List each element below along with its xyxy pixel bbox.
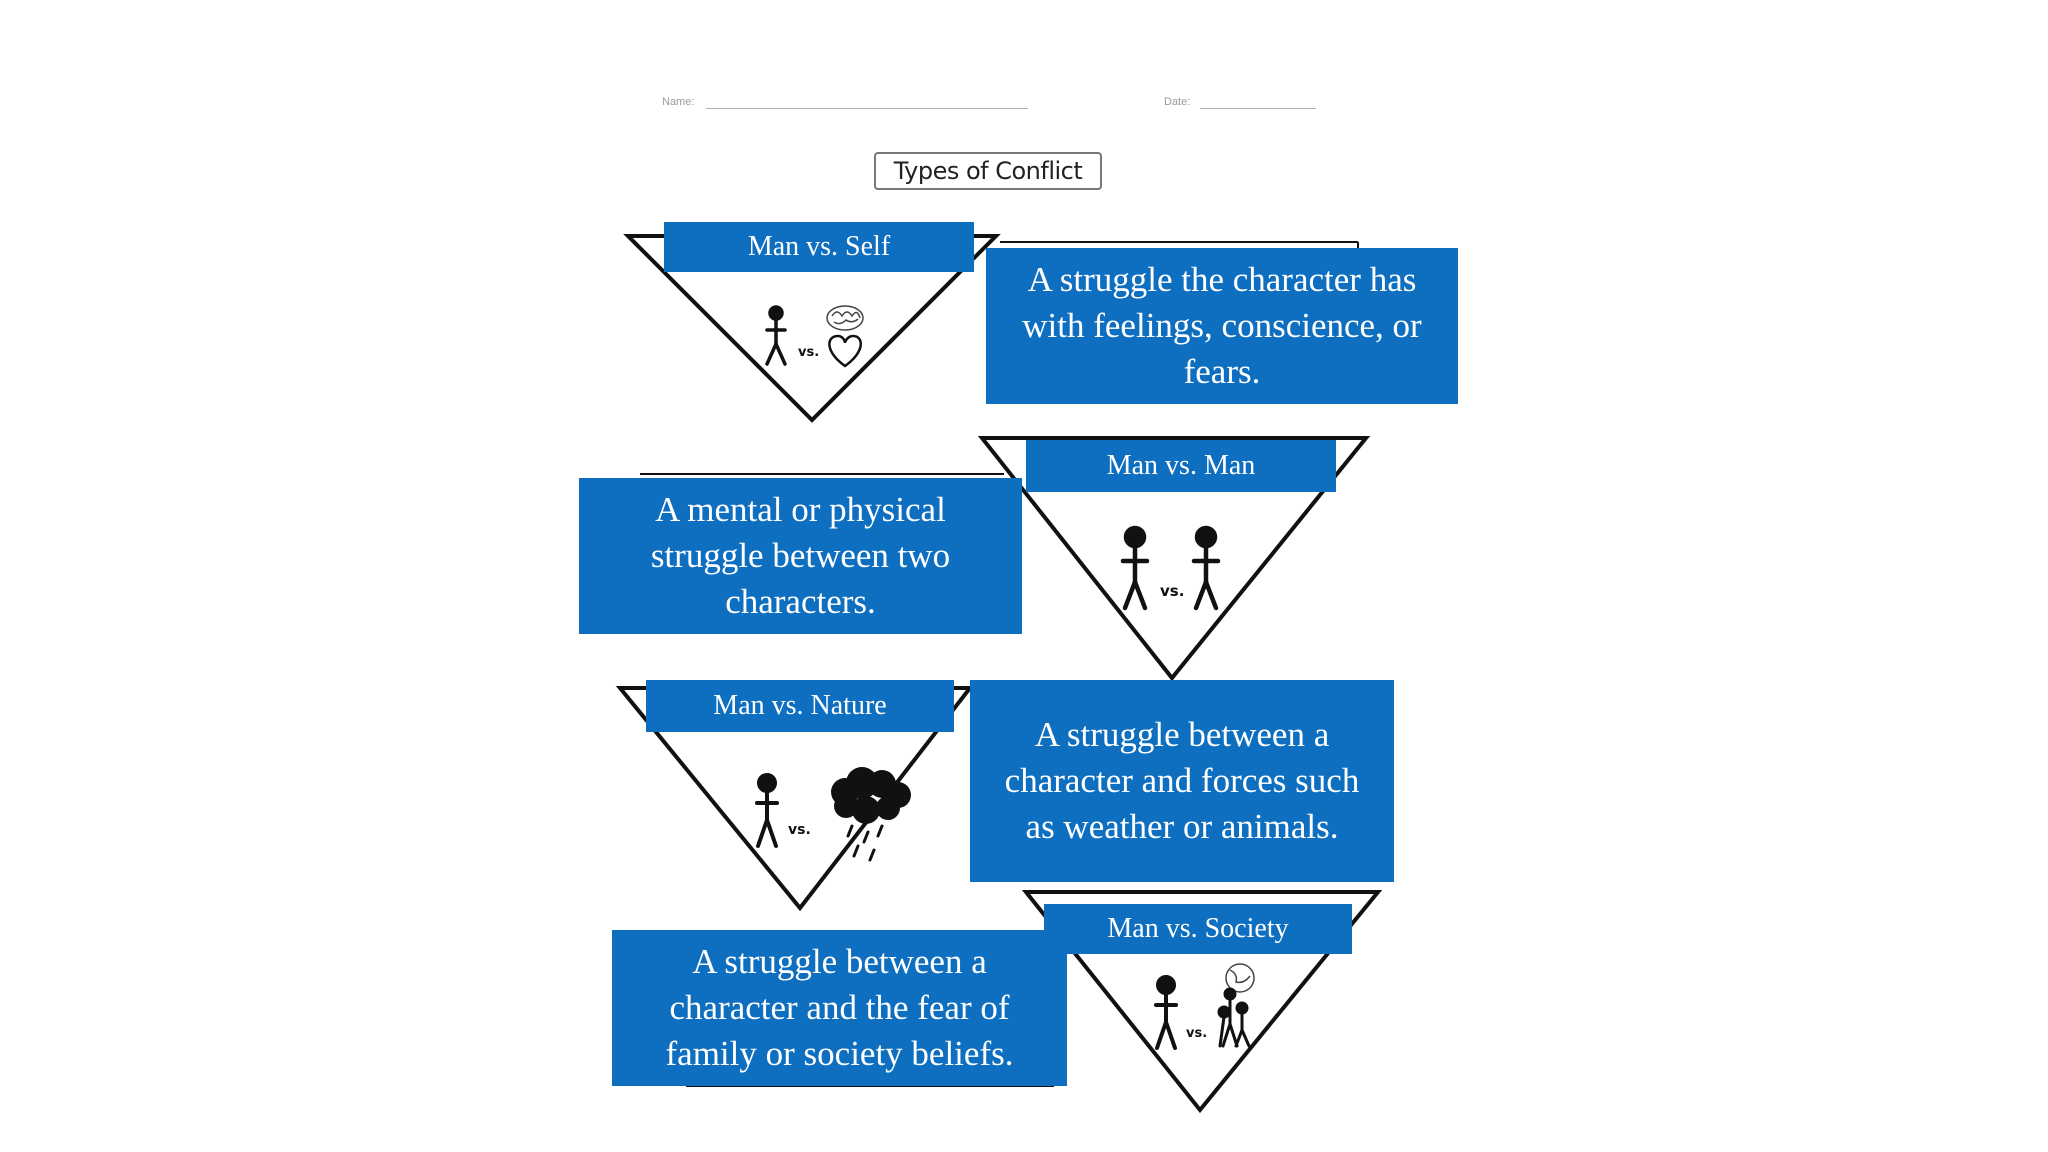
vs-text-society: vs.	[1186, 1026, 1207, 1041]
person-icon-nature	[755, 773, 779, 848]
name-line	[706, 108, 1028, 109]
label-man-vs-self: Man vs. Self	[664, 222, 974, 272]
storm-cloud-icon	[831, 767, 911, 824]
heart-icon	[828, 334, 862, 368]
person-icon-man-2	[1191, 525, 1221, 611]
vs-text-nature: vs.	[788, 822, 811, 838]
label-man-vs-man: Man vs. Man	[1026, 440, 1336, 492]
vs-text-self: vs.	[798, 345, 819, 360]
globe-icon	[1225, 963, 1255, 993]
name-label: Name:	[662, 96, 695, 108]
label-man-vs-society: Man vs. Society	[1044, 904, 1352, 954]
description-man-vs-self: A struggle the character has with feelin…	[986, 248, 1458, 404]
page-title: Types of Conflict	[874, 152, 1102, 190]
vs-text-man: vs.	[1160, 582, 1184, 600]
rain-icon	[846, 824, 884, 862]
crowd-icon	[1217, 987, 1251, 1048]
triangle-man	[977, 436, 1371, 682]
brain-icon	[826, 305, 864, 331]
date-label: Date:	[1164, 96, 1191, 108]
person-icon-self	[765, 305, 787, 366]
description-man-vs-society: A struggle between a character and the f…	[612, 930, 1067, 1086]
description-man-vs-nature: A struggle between a character and force…	[970, 680, 1394, 882]
person-icon-man-1	[1120, 525, 1150, 611]
person-icon-society	[1154, 975, 1178, 1050]
label-man-vs-nature: Man vs. Nature	[646, 680, 954, 732]
description-man-vs-man: A mental or physical struggle between tw…	[579, 478, 1022, 634]
date-line	[1200, 108, 1316, 109]
